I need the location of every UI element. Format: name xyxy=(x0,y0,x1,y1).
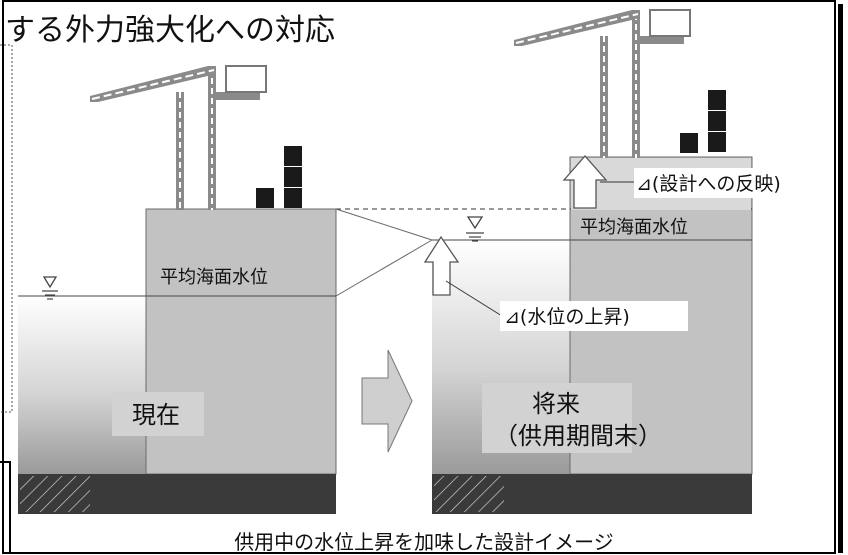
water-rise-arrow-icon xyxy=(423,235,460,296)
water-rise-label: ⊿(水位の上昇) xyxy=(504,306,630,328)
water-level-triangle-icon xyxy=(42,276,58,300)
dotted-panel xyxy=(0,44,13,413)
design-reflection-label: ⊿(設計への反映) xyxy=(636,173,781,195)
design-reflection-callout-box xyxy=(634,168,830,198)
present-scene: 平均海面水位 現在 xyxy=(18,65,337,514)
present-seabed-hatch xyxy=(20,476,90,512)
future-era-box xyxy=(482,383,632,453)
future-mean-sea-level-label: 平均海面水位 xyxy=(580,217,688,238)
future-seabed-hatch xyxy=(434,476,504,512)
future-era-label-line1: 将来 xyxy=(532,390,580,418)
page-title: する外力強大化への対応 xyxy=(5,13,335,48)
container-crane-icon xyxy=(514,9,691,158)
present-containers xyxy=(256,146,302,208)
panel-bracket xyxy=(0,461,11,553)
container-crane-icon xyxy=(90,65,267,210)
outer-frame-shadow xyxy=(838,4,843,553)
future-era-label-line2: （供用期間末） xyxy=(494,422,662,450)
future-scene: 平均海面水位 将来 （供用期間末） ⊿(水位の上昇) ⊿(設計への反映) xyxy=(335,9,830,514)
figure-caption: 供用中の水位上昇を加味した設計イメージ xyxy=(234,530,614,554)
present-era-label: 現在 xyxy=(132,401,180,429)
right-arrow-icon xyxy=(361,349,413,453)
water-rise-callout-line xyxy=(445,280,503,317)
sea-level-rise-line-top xyxy=(335,208,433,241)
water-rise-callout-box xyxy=(500,301,688,331)
present-mean-sea-level-label: 平均海面水位 xyxy=(160,267,268,288)
future-containers xyxy=(680,90,726,153)
design-reflection-arrow-icon xyxy=(562,155,608,209)
water-level-triangle-icon xyxy=(466,216,484,242)
present-era-box xyxy=(112,392,204,436)
sea-level-rise-line-bottom xyxy=(335,239,433,297)
